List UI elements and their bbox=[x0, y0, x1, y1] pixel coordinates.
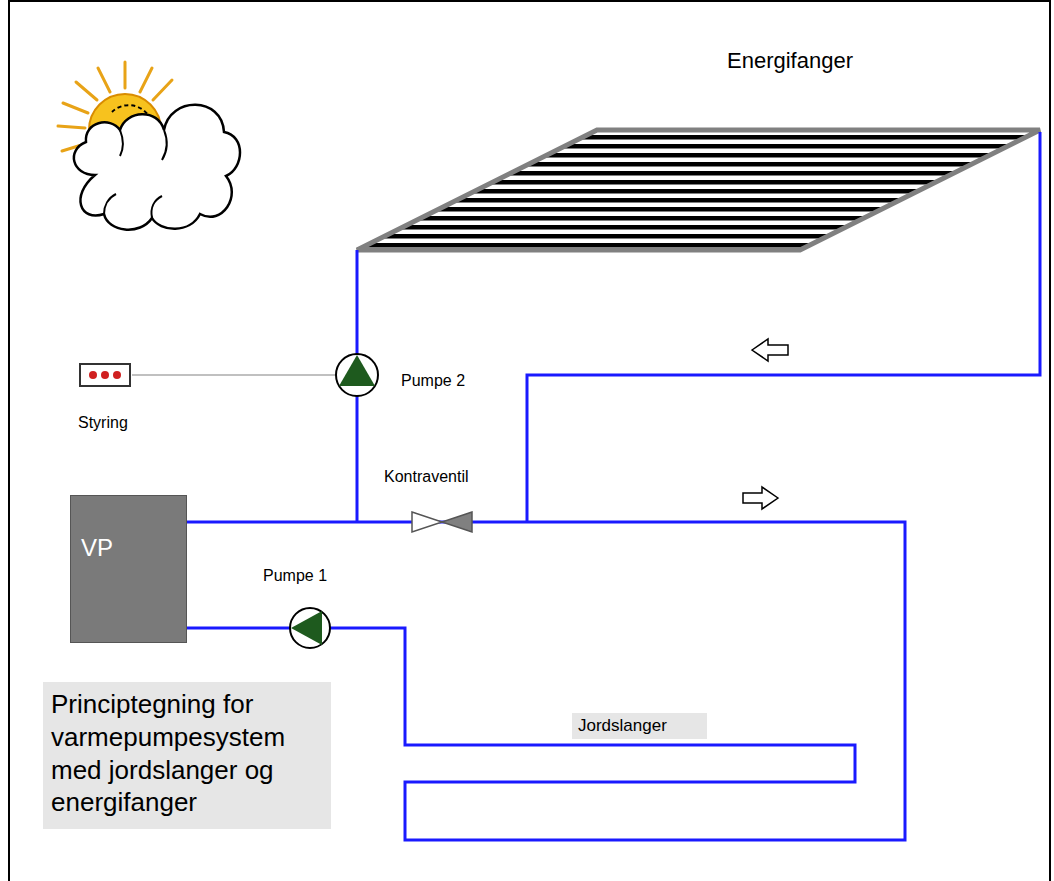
frame bbox=[9, 1, 1050, 881]
flow-arrow bbox=[752, 339, 788, 361]
flow-arrow bbox=[743, 487, 778, 509]
node-label: VP bbox=[71, 496, 186, 562]
part-label: Kontraventil bbox=[384, 468, 469, 486]
heat-pump-box: VP bbox=[70, 495, 187, 643]
check-valve bbox=[412, 512, 472, 532]
caption-box: Principtegning for varmepumpesystem med … bbox=[43, 682, 331, 829]
part-label: Energifanger bbox=[727, 48, 853, 74]
part-label: Styring bbox=[78, 414, 128, 432]
energy-collector bbox=[357, 130, 1040, 250]
pump-symbol bbox=[290, 608, 330, 648]
control-wire bbox=[132, 374, 335, 376]
part-label: Pumpe 1 bbox=[263, 567, 327, 585]
part-label: Pumpe 2 bbox=[401, 372, 465, 390]
pump-symbol bbox=[336, 354, 378, 396]
control-unit bbox=[80, 364, 130, 386]
part-label: Jordslanger bbox=[572, 713, 707, 739]
weather-icon bbox=[58, 62, 240, 230]
